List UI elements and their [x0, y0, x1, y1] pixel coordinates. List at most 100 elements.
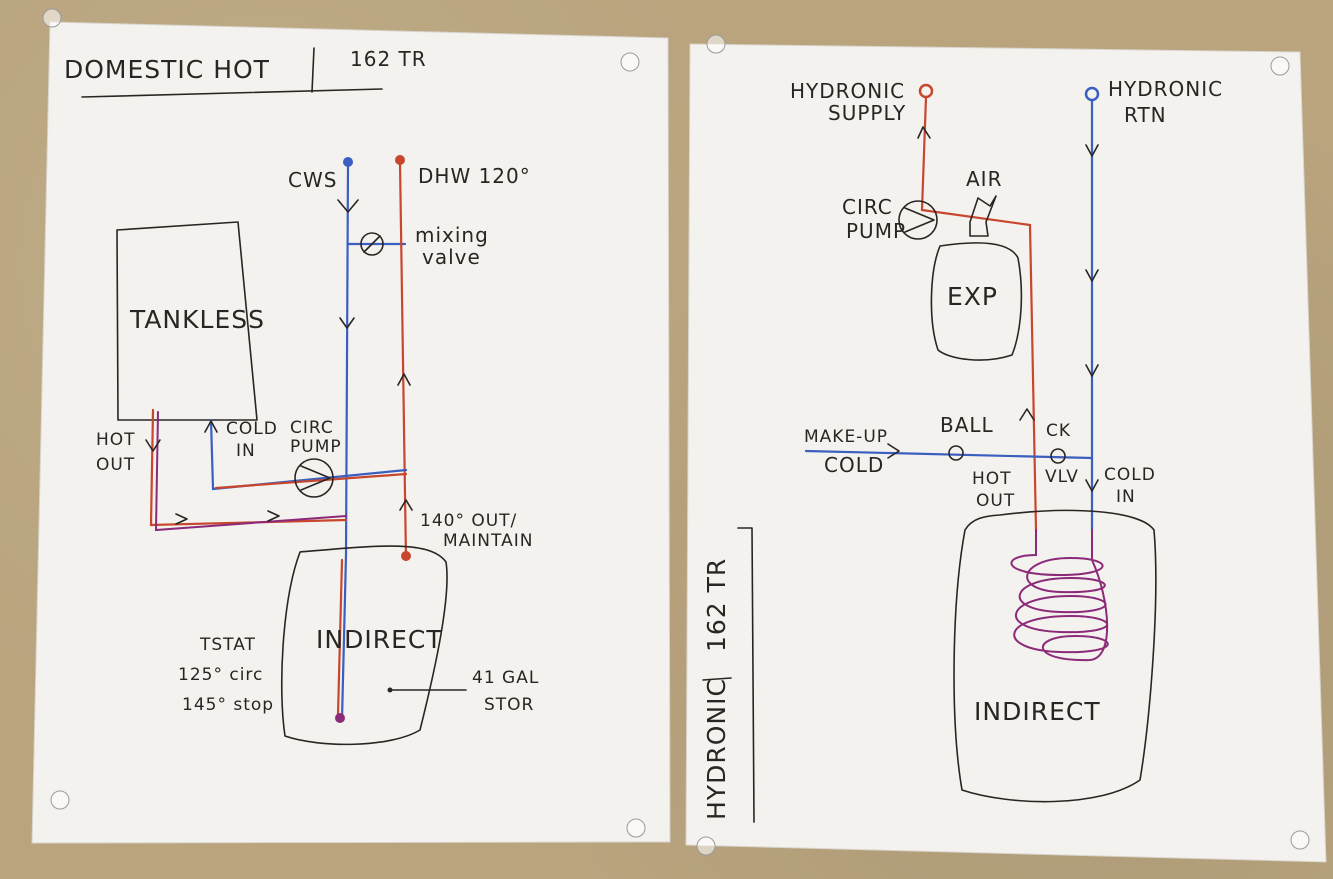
hydronic-circ-label-1: CIRC: [842, 195, 893, 219]
hydronic-supply-label-2: SUPPLY: [828, 101, 906, 125]
rtn-flow-arrow-3: [1085, 364, 1099, 377]
pushpin-icon: [706, 34, 726, 54]
side-title: HYDRONIC: [702, 678, 731, 820]
air-label: AIR: [966, 167, 1002, 191]
hydronic-hot-out-label-2: OUT: [976, 491, 1015, 511]
tankless-label: TANKLESS: [129, 305, 265, 334]
hot-out-arrow-3: [267, 510, 280, 522]
supply-flow-arrow-2: [1019, 408, 1035, 421]
hydronic-rtn-label-1: HYDRONIC: [1108, 77, 1223, 101]
hot-out-arrow-2: [175, 513, 188, 525]
storage-leader-dot: [387, 687, 393, 693]
indirect-dip-tube: [336, 558, 344, 717]
pushpin-icon: [620, 52, 640, 72]
hydronic-hot-out-label-1: HOT: [972, 469, 1012, 489]
storage-label-1: 41 GAL: [472, 668, 539, 688]
hot-out-arrow: [145, 439, 161, 452]
dhw-hot-pipe: [398, 161, 408, 562]
make-up-label-2: COLD: [824, 453, 884, 477]
indirect-hot-connection: [401, 551, 411, 561]
rtn-flow-arrow-2: [1085, 269, 1099, 282]
expansion-tank: [930, 242, 1023, 361]
hydronic-circ-pump-triangle: [904, 207, 935, 233]
tstat-label-2: 125° circ: [178, 665, 263, 685]
hot-flow-arrow-1: [397, 373, 411, 386]
air-separator: [969, 195, 997, 237]
make-up-label-1: MAKE-UP: [804, 427, 888, 447]
hydronic-rtn-label-2: RTN: [1124, 103, 1167, 127]
out-maintain-label-2: MAINTAIN: [443, 531, 533, 551]
hydronic-indirect-tank: [953, 509, 1157, 803]
pushpin-icon: [1290, 830, 1310, 850]
left-paper: [31, 21, 671, 844]
tankless-cold-in-pipe: [209, 418, 408, 491]
cold-in-label-1: COLD: [226, 419, 278, 439]
indirect-label: INDIRECT: [316, 625, 443, 654]
check-valve-label-2: VLV: [1045, 467, 1079, 487]
hot-out-label-2: OUT: [96, 455, 135, 475]
cold-supply-pipe: [340, 163, 350, 722]
side-title-divider: [702, 677, 732, 681]
pushpin-icon: [1270, 56, 1290, 76]
tankless-hot-out-pipe-2: [154, 411, 347, 532]
hydronic-cold-in-label-1: COLD: [1104, 465, 1156, 485]
tstat-label-1: TSTAT: [199, 635, 256, 655]
hydronic-circ-label-2: PUMP: [846, 219, 906, 243]
tankless-heater: [116, 221, 258, 421]
pushpin-icon: [626, 818, 646, 838]
left-sheet: DOMESTIC HOT 162 TR TANKLESS CWS DHW 120…: [31, 21, 671, 844]
cold-flow-arrow-2: [339, 317, 355, 329]
indirect-tank: [280, 545, 448, 746]
pushpin-icon: [50, 790, 70, 810]
title-id: 162 TR: [350, 47, 427, 71]
side-title-group: HYDRONIC 162 TR: [702, 558, 732, 820]
make-up-flow-arrow: [887, 443, 900, 459]
circ-pump-symbol: [294, 458, 334, 498]
title-underline: [81, 88, 383, 98]
cws-connection: [343, 157, 353, 167]
circ-pump-triangle: [300, 465, 331, 491]
dhw-connection: [395, 155, 405, 165]
pushpin-icon: [42, 8, 62, 28]
right-sheet: HYDRONIC 162 TR HYDRONIC SUPPLY HYDRONIC…: [685, 43, 1327, 863]
circ-pump-label-1: CIRC: [290, 418, 334, 438]
dhw-label: DHW 120°: [418, 164, 531, 188]
hot-out-label-1: HOT: [96, 430, 136, 450]
circ-return-pipe: [214, 472, 408, 490]
cold-in-arrow: [204, 420, 218, 433]
heat-exchanger-coil: [1010, 529, 1109, 662]
tstat-label-3: 145° stop: [182, 695, 274, 715]
hydronic-indirect-label: INDIRECT: [974, 697, 1101, 726]
side-title-bracket: [737, 527, 755, 823]
right-paper: [685, 43, 1327, 863]
check-valve-label-1: CK: [1046, 421, 1071, 441]
mixing-valve-label-2: valve: [422, 245, 481, 269]
hydronic-cold-in-label-2: IN: [1116, 487, 1136, 507]
hydronic-supply-pipe: [920, 95, 1038, 532]
cws-label: CWS: [288, 168, 337, 192]
hot-flow-arrow-2: [399, 499, 413, 511]
indirect-bottom-connection: [335, 713, 345, 723]
ball-valve-label: BALL: [940, 413, 994, 437]
check-valve: [1050, 448, 1066, 464]
mixing-valve-slash: [363, 235, 381, 253]
out-maintain-label-1: 140° OUT/: [420, 511, 517, 531]
cold-in-label-2: IN: [236, 441, 256, 461]
storage-label-2: STOR: [484, 695, 534, 715]
supply-flow-arrow: [917, 126, 931, 139]
ball-valve: [948, 445, 964, 461]
pushpins: [42, 8, 1310, 856]
cold-flow-arrow-1: [337, 199, 359, 213]
exp-label: EXP: [947, 282, 998, 311]
title-divider: [311, 47, 315, 93]
mixing-valve-symbol: [360, 232, 384, 256]
hydronic-supply-label-1: HYDRONIC: [790, 79, 905, 103]
side-title-id: 162 TR: [702, 558, 731, 652]
title-domestic-hot: DOMESTIC HOT: [64, 55, 270, 84]
hydronic-circ-pump: [898, 200, 938, 240]
pushpin-icon: [696, 836, 716, 856]
rtn-flow-arrow-4: [1085, 479, 1099, 492]
rtn-flow-arrow-1: [1085, 144, 1099, 157]
mixing-valve-label-1: mixing: [415, 223, 489, 247]
